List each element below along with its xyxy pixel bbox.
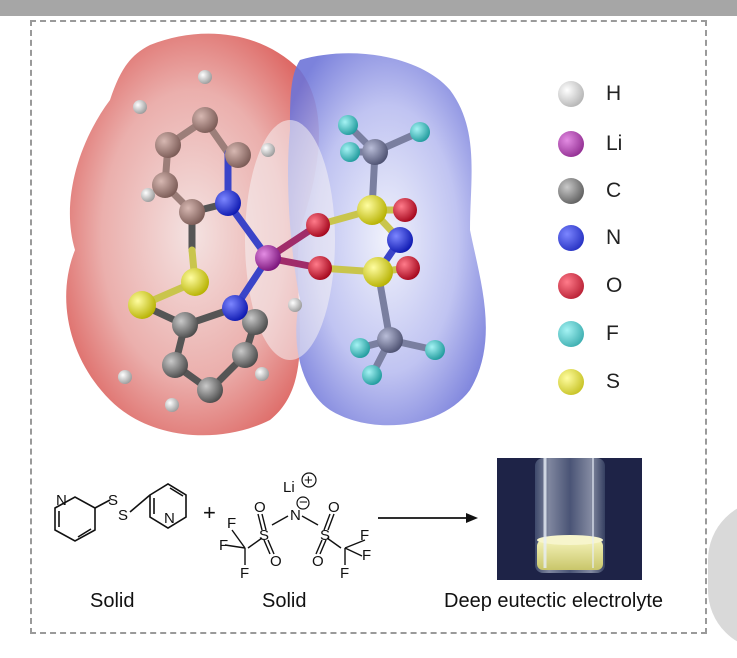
atom-f-5: F: [362, 547, 371, 564]
product-caption: Deep eutectic electrolyte: [444, 590, 664, 612]
legend-ball-o: [558, 273, 584, 299]
legend-ball-li: [558, 131, 584, 157]
legend-item: N: [558, 224, 621, 252]
atom-o-1: O: [254, 499, 266, 516]
legend-item: O: [558, 272, 622, 300]
legend-item: Li: [558, 130, 622, 158]
atom-s-2: S: [118, 507, 128, 524]
arrow-head: [466, 513, 478, 523]
atom-n-right: N: [164, 510, 175, 527]
atom-n-left: N: [56, 492, 67, 509]
atom-f-3: F: [240, 565, 249, 582]
legend-ball-s: [558, 369, 584, 395]
legend-ball-n: [558, 225, 584, 251]
atom-f-1: F: [219, 537, 228, 554]
positive-surface: [288, 53, 486, 426]
atom-s-tfsi-2: S: [320, 527, 330, 544]
legend-ball-f: [558, 321, 584, 347]
atom-f-4: F: [360, 527, 369, 544]
molecular-model: [66, 33, 486, 436]
atom-f-6: F: [340, 565, 349, 582]
legend-label: S: [606, 370, 621, 393]
legend-item: S: [558, 368, 620, 396]
legend-label: O: [606, 274, 623, 297]
plus-sign: +: [203, 500, 216, 525]
legend-label: C: [606, 179, 622, 202]
legend-item: C: [558, 177, 621, 205]
legend-ball-h: [558, 81, 584, 107]
dipyridyl-disulfide-structure: [54, 483, 187, 542]
atom-f-2: F: [227, 515, 236, 532]
atom-s-tfsi-1: S: [259, 527, 269, 544]
li-charge: +: [304, 472, 313, 489]
atom-n-tfsi: N: [290, 507, 301, 524]
atom-o-2: O: [270, 553, 282, 570]
atoms: [118, 70, 445, 412]
legend-label: N: [606, 226, 622, 249]
figure-frame: [30, 20, 707, 634]
atom-s-1: S: [108, 492, 118, 509]
reactant1-caption: Solid: [90, 590, 135, 612]
legend-item: H: [558, 80, 621, 108]
legend-label: H: [606, 82, 622, 105]
legend-ball-c: [558, 178, 584, 204]
atom-o-4: O: [312, 553, 324, 570]
legend-label: Li: [606, 132, 623, 155]
legend-label: F: [606, 322, 619, 345]
atom-o-3: O: [328, 499, 340, 516]
legend-item: F: [558, 320, 619, 348]
top-bar: [0, 0, 737, 16]
litfsi-structure: Li + − N S S O O O: [219, 472, 371, 582]
reactant2-caption: Solid: [262, 590, 307, 612]
vial-photo: [497, 458, 642, 580]
li-label: Li: [283, 479, 295, 496]
n-charge: −: [299, 494, 308, 511]
